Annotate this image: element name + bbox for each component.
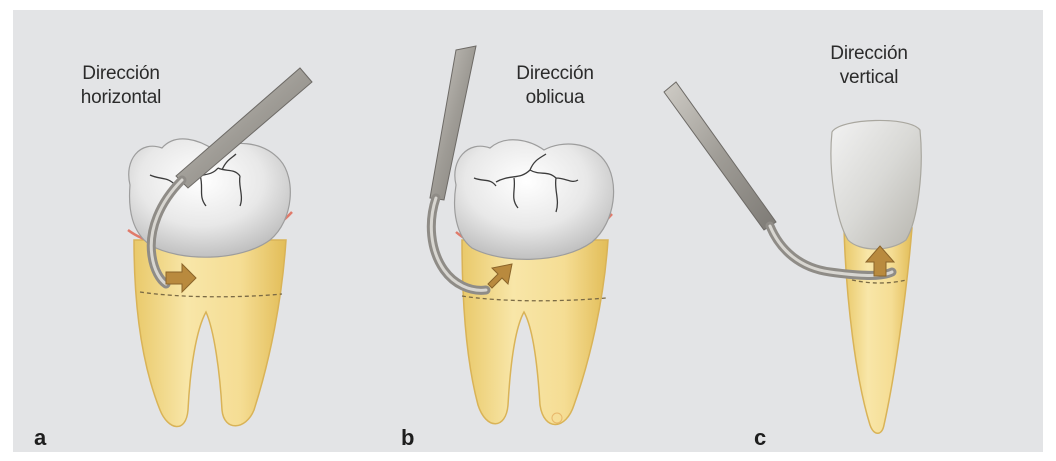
panel-a-label-line2: horizontal xyxy=(58,86,184,110)
panel-b-label-line2: oblicua xyxy=(496,86,614,110)
panel-a-label-line1: Dirección xyxy=(58,62,184,86)
molar-root-b xyxy=(462,240,608,425)
panel-c-letter: c xyxy=(754,426,766,450)
panel-b-label-line1: Dirección xyxy=(496,62,614,86)
molar-tooth-a xyxy=(128,68,312,427)
panel-b-letter: b xyxy=(401,426,414,450)
panel-a-letter: a xyxy=(34,426,46,450)
panel-c-label-line2: vertical xyxy=(810,66,928,90)
panel-a-label: Dirección horizontal xyxy=(58,62,184,110)
panel-c-label-line1: Dirección xyxy=(810,42,928,66)
incisor-crown-c xyxy=(831,120,921,249)
panel-c-label: Dirección vertical xyxy=(810,42,928,90)
panel-b-label: Dirección oblicua xyxy=(496,62,614,110)
molar-crown-b xyxy=(455,140,614,260)
incisor-tooth-c xyxy=(664,82,921,433)
